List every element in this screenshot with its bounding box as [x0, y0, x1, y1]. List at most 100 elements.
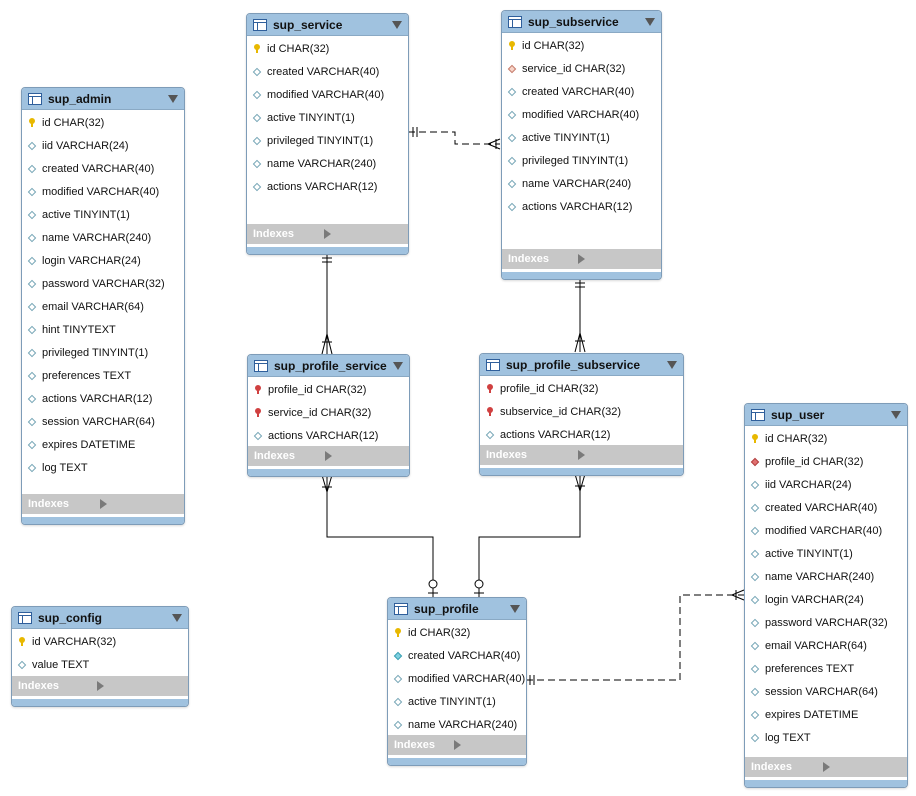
column-row[interactable]: created VARCHAR(40): [745, 496, 907, 519]
column-row[interactable]: active TINYINT(1): [247, 106, 408, 129]
column-row[interactable]: created VARCHAR(40): [502, 80, 661, 103]
column-row[interactable]: modified VARCHAR(40): [502, 103, 661, 126]
indexes-section[interactable]: Indexes: [745, 757, 907, 777]
column-row[interactable]: id CHAR(32): [502, 34, 661, 57]
table-header[interactable]: sup_user: [745, 404, 907, 426]
column-row[interactable]: created VARCHAR(40): [388, 644, 526, 667]
indexes-section[interactable]: Indexes: [502, 249, 661, 269]
collapse-toggle-icon[interactable]: [393, 361, 403, 370]
column-row[interactable]: profile_id CHAR(32): [248, 378, 409, 401]
primary-foreign-key-icon: [253, 385, 263, 395]
column-row[interactable]: name VARCHAR(240): [388, 713, 526, 736]
indexes-section[interactable]: Indexes: [247, 224, 408, 244]
column-row[interactable]: active TINYINT(1): [745, 542, 907, 565]
column-row[interactable]: preferences TEXT: [22, 364, 184, 387]
column-row[interactable]: log TEXT: [22, 456, 184, 479]
column-row[interactable]: created VARCHAR(40): [247, 60, 408, 83]
collapse-toggle-icon[interactable]: [168, 94, 178, 103]
column-row[interactable]: id CHAR(32): [247, 37, 408, 60]
column-name: name VARCHAR(240): [408, 718, 518, 731]
column-row[interactable]: id CHAR(32): [22, 111, 184, 134]
table-header[interactable]: sup_subservice: [502, 11, 661, 33]
table-header[interactable]: sup_admin: [22, 88, 184, 110]
column-row[interactable]: modified VARCHAR(40): [745, 519, 907, 542]
column-row[interactable]: service_id CHAR(32): [502, 57, 661, 80]
column-row[interactable]: iid VARCHAR(24): [745, 473, 907, 496]
column-row[interactable]: created VARCHAR(40): [22, 157, 184, 180]
column-row[interactable]: privileged TINYINT(1): [247, 129, 408, 152]
expand-arrow-icon[interactable]: [96, 681, 183, 691]
expand-arrow-icon[interactable]: [453, 740, 521, 750]
column-row[interactable]: active TINYINT(1): [388, 690, 526, 713]
collapse-toggle-icon[interactable]: [645, 17, 655, 26]
column-row[interactable]: service_id CHAR(32): [248, 401, 409, 424]
column-row[interactable]: email VARCHAR(64): [745, 634, 907, 657]
expand-arrow-icon[interactable]: [822, 762, 902, 772]
column-row[interactable]: modified VARCHAR(40): [22, 180, 184, 203]
column-row[interactable]: privileged TINYINT(1): [22, 341, 184, 364]
expand-arrow-icon[interactable]: [578, 450, 677, 460]
column-row[interactable]: name VARCHAR(240): [247, 152, 408, 175]
indexes-section[interactable]: Indexes: [388, 735, 526, 755]
collapse-toggle-icon[interactable]: [891, 410, 901, 419]
column-row[interactable]: id CHAR(32): [388, 621, 526, 644]
column-row[interactable]: password VARCHAR(32): [22, 272, 184, 295]
indexes-section[interactable]: Indexes: [480, 445, 683, 465]
table-header[interactable]: sup_profile_service: [248, 355, 409, 377]
collapse-toggle-icon[interactable]: [392, 20, 402, 29]
column-row[interactable]: subservice_id CHAR(32): [480, 400, 683, 423]
column-row[interactable]: login VARCHAR(24): [22, 249, 184, 272]
column-row[interactable]: name VARCHAR(240): [502, 172, 661, 195]
column-row[interactable]: password VARCHAR(32): [745, 611, 907, 634]
column-row[interactable]: id CHAR(32): [745, 427, 907, 450]
column-row[interactable]: name VARCHAR(240): [22, 226, 184, 249]
expand-arrow-icon[interactable]: [325, 451, 403, 461]
column-row[interactable]: id VARCHAR(32): [12, 630, 188, 653]
column-row[interactable]: email VARCHAR(64): [22, 295, 184, 318]
column-row[interactable]: actions VARCHAR(12): [248, 424, 409, 447]
column-row[interactable]: value TEXT: [12, 653, 188, 676]
column-row[interactable]: expires DATETIME: [745, 703, 907, 726]
column-row[interactable]: modified VARCHAR(40): [388, 667, 526, 690]
column-row[interactable]: name VARCHAR(240): [745, 565, 907, 588]
column-row[interactable]: session VARCHAR(64): [22, 410, 184, 433]
column-row[interactable]: login VARCHAR(24): [745, 588, 907, 611]
collapse-toggle-icon[interactable]: [172, 613, 182, 622]
column-row[interactable]: active TINYINT(1): [22, 203, 184, 226]
column-row[interactable]: log TEXT: [745, 726, 907, 749]
column-row[interactable]: actions VARCHAR(12): [502, 195, 661, 218]
table-header[interactable]: sup_profile: [388, 598, 526, 620]
column-row[interactable]: expires DATETIME: [22, 433, 184, 456]
column-row[interactable]: actions VARCHAR(12): [480, 423, 683, 446]
table-header[interactable]: sup_service: [247, 14, 408, 36]
indexes-section[interactable]: Indexes: [12, 676, 188, 696]
expand-arrow-icon[interactable]: [99, 499, 179, 509]
column-row[interactable]: actions VARCHAR(12): [247, 175, 408, 198]
expand-arrow-icon[interactable]: [578, 254, 655, 264]
column-row[interactable]: hint TINYTEXT: [22, 318, 184, 341]
column-row[interactable]: session VARCHAR(64): [745, 680, 907, 703]
column-row[interactable]: modified VARCHAR(40): [247, 83, 408, 106]
column-row[interactable]: active TINYINT(1): [502, 126, 661, 149]
table-header[interactable]: sup_config: [12, 607, 188, 629]
column-row[interactable]: profile_id CHAR(32): [745, 450, 907, 473]
indexes-section[interactable]: Indexes: [22, 494, 184, 514]
column-row[interactable]: actions VARCHAR(12): [22, 387, 184, 410]
collapse-toggle-icon[interactable]: [510, 604, 520, 613]
indexes-section[interactable]: Indexes: [248, 446, 409, 466]
expand-arrow-icon[interactable]: [324, 229, 402, 239]
column-row[interactable]: privileged TINYINT(1): [502, 149, 661, 172]
column-row[interactable]: preferences TEXT: [745, 657, 907, 680]
collapse-toggle-icon[interactable]: [667, 360, 677, 369]
table-header[interactable]: sup_profile_subservice: [480, 354, 683, 376]
column-row[interactable]: iid VARCHAR(24): [22, 134, 184, 157]
column-row[interactable]: profile_id CHAR(32): [480, 377, 683, 400]
